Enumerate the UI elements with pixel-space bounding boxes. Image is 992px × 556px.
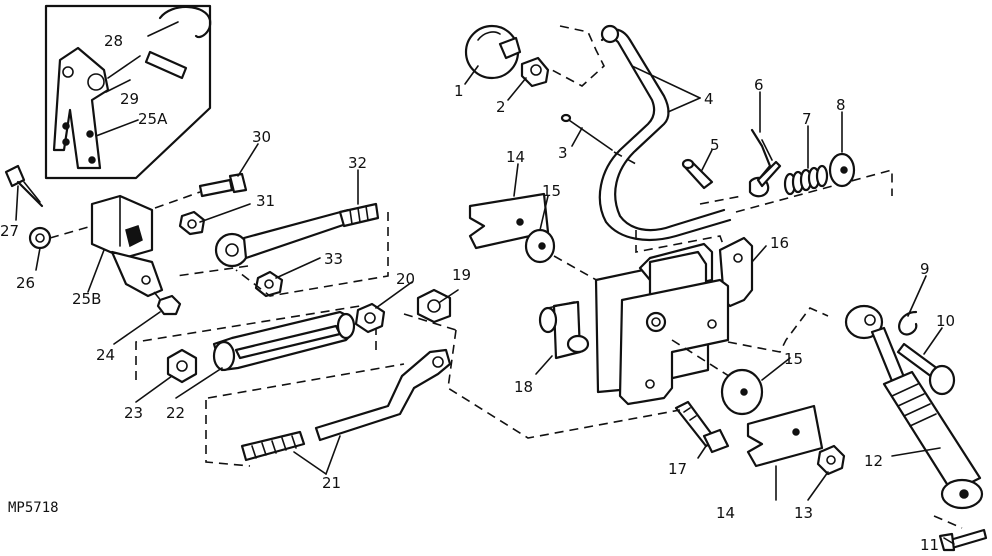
callout-13: 13 — [794, 504, 813, 522]
callout-14-upper: 14 — [506, 148, 525, 166]
callout-21: 21 — [322, 474, 341, 492]
callout-17: 17 — [668, 460, 687, 478]
callout-15-lower: 15 — [784, 350, 803, 368]
callout-labels: 1 2 3 4 5 6 7 8 9 10 11 12 13 14 14 15 1… — [0, 32, 955, 554]
callout-16: 16 — [770, 234, 789, 252]
callout-20: 20 — [396, 270, 415, 288]
callout-18: 18 — [514, 378, 533, 396]
callout-30: 30 — [252, 128, 271, 146]
callout-8: 8 — [836, 96, 846, 114]
callout-3: 3 — [558, 144, 568, 162]
callout-19: 19 — [452, 266, 471, 284]
callout-14-lower: 14 — [716, 504, 735, 522]
callout-9: 9 — [920, 260, 930, 278]
callout-26: 26 — [16, 274, 35, 292]
callout-25a: 25A — [138, 110, 168, 128]
callout-5: 5 — [710, 136, 720, 154]
callout-27: 27 — [0, 222, 19, 240]
callout-7: 7 — [802, 110, 812, 128]
figure-code: MP5718 — [8, 500, 59, 516]
inset-detail — [44, 4, 212, 180]
callout-12: 12 — [864, 452, 883, 470]
callout-32: 32 — [348, 154, 367, 172]
callout-33: 33 — [324, 250, 343, 268]
callout-23: 23 — [124, 404, 143, 422]
callout-15-upper: 15 — [542, 182, 561, 200]
callout-28: 28 — [104, 32, 123, 50]
center-bracket-group — [447, 24, 893, 476]
callout-4: 4 — [704, 90, 714, 108]
left-linkage-group — [4, 164, 457, 467]
callout-2: 2 — [496, 98, 506, 116]
callout-22: 22 — [166, 404, 185, 422]
callout-11: 11 — [920, 536, 939, 554]
callout-10: 10 — [936, 312, 955, 330]
callout-31: 31 — [256, 192, 275, 210]
callout-6: 6 — [754, 76, 764, 94]
callout-29: 29 — [120, 90, 139, 108]
shock-absorber — [844, 304, 988, 552]
leader-lines — [15, 65, 955, 545]
callout-25b: 25B — [72, 290, 101, 308]
callout-1: 1 — [454, 82, 464, 100]
spring — [783, 164, 829, 196]
callout-24: 24 — [96, 346, 115, 364]
